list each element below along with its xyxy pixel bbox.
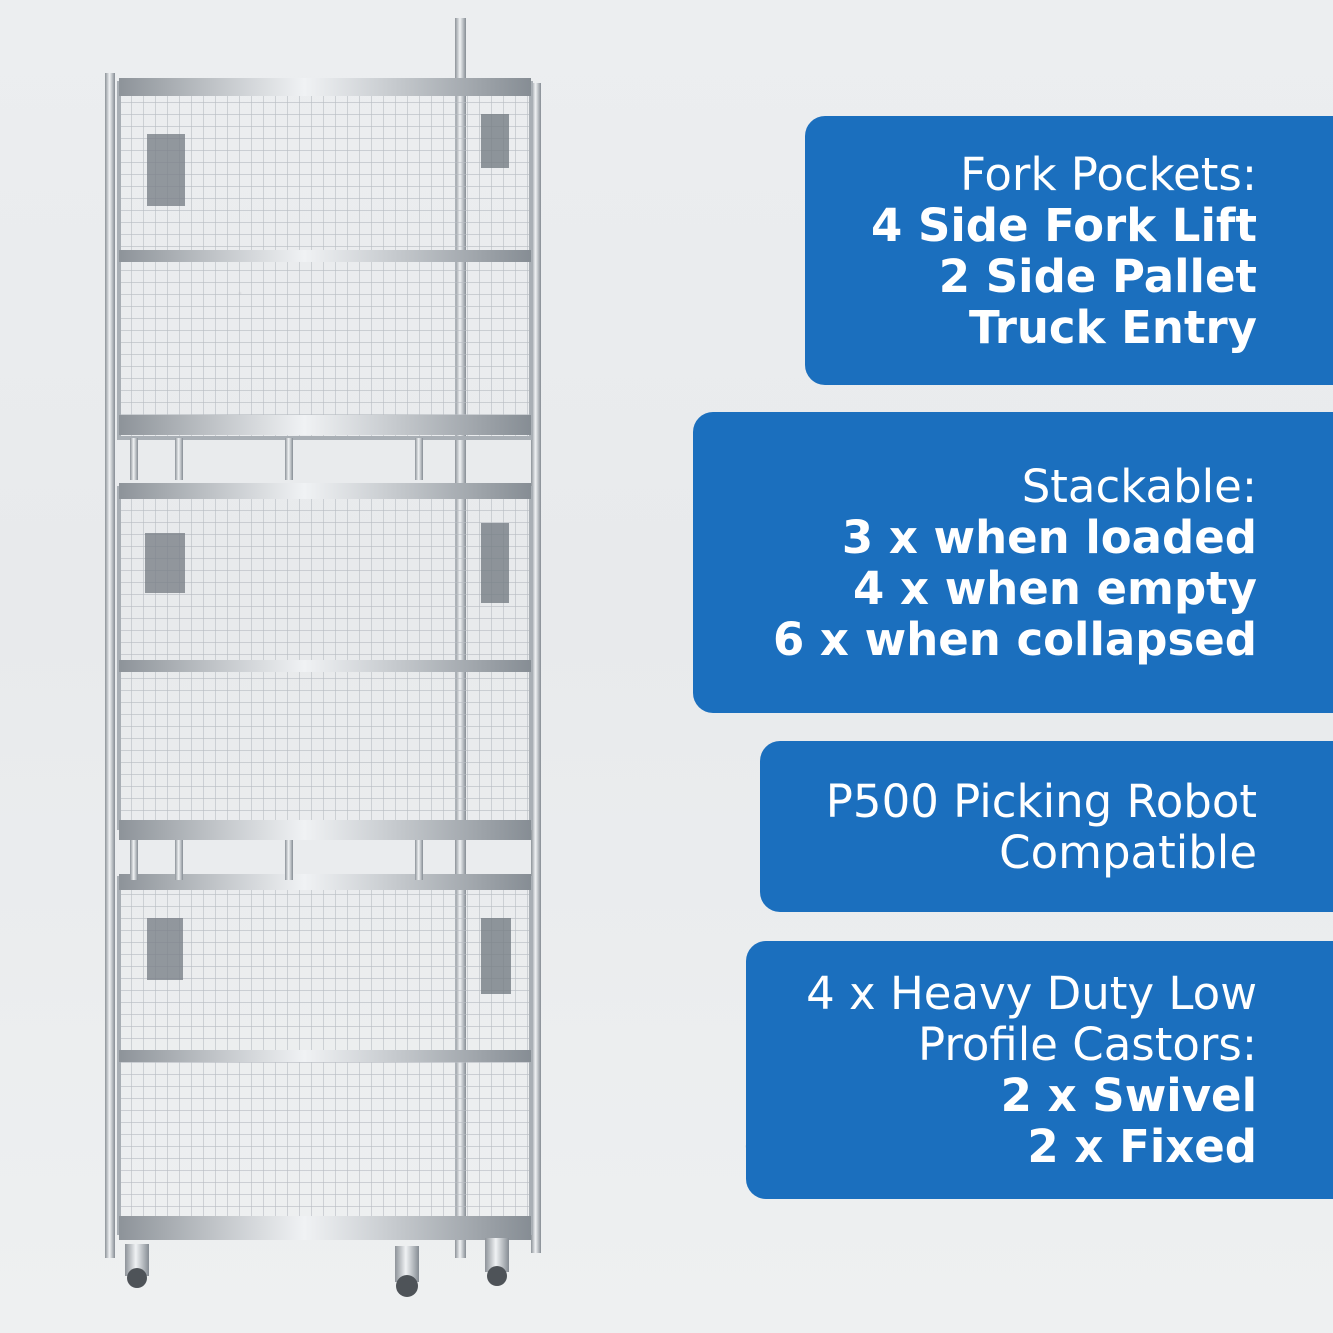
fork-pockets-callout: Fork Pockets: 4 Side Fork Lift 2 Side Pa… — [805, 116, 1333, 385]
fork-pockets-line-1: 4 Side Fork Lift — [870, 198, 1257, 252]
fork-pockets-line-3: Truck Entry — [968, 300, 1257, 354]
castors-line-1: 4 x Heavy Duty Low — [806, 967, 1257, 1020]
castors-callout: 4 x Heavy Duty Low Profile Castors: 2 x … — [746, 941, 1333, 1199]
robot-line-1: P500 Picking Robot — [825, 774, 1257, 828]
castors-line-3: 2 x Swivel — [1000, 1069, 1257, 1122]
robot-line-2: Compatible — [999, 825, 1257, 879]
stackable-line-1: 3 x when loaded — [841, 510, 1257, 564]
stackable-heading: Stackable: — [1021, 459, 1257, 513]
robot-compatible-callout: P500 Picking Robot Compatible — [760, 741, 1333, 912]
stackable-callout: Stackable: 3 x when loaded 4 x when empt… — [693, 412, 1333, 713]
stackable-line-2: 4 x when empty — [853, 561, 1257, 615]
stackable-line-3: 6 x when collapsed — [772, 612, 1257, 666]
castors-line-2: Profile Castors: — [918, 1018, 1257, 1071]
fork-pockets-heading: Fork Pockets: — [960, 147, 1257, 201]
stacked-cage-pallets-image — [105, 18, 541, 1297]
fork-pockets-line-2: 2 Side Pallet — [938, 249, 1257, 303]
castors-line-4: 2 x Fixed — [1027, 1120, 1257, 1173]
